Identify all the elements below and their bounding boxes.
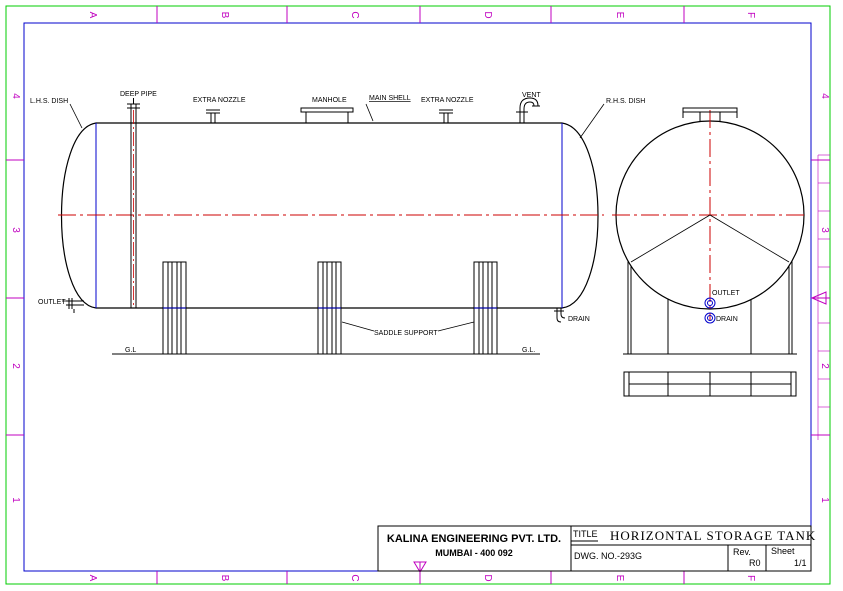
zone-col-d-bottom: D xyxy=(482,574,493,581)
label-rhs-dish: R.H.S. DISH xyxy=(606,98,645,105)
tank-end-view: OUTLET DRAIN xyxy=(612,107,808,397)
label-outlet-left: OUTLET xyxy=(38,299,66,306)
company-name: KALINA ENGINEERING PVT. LTD. xyxy=(387,533,561,545)
zone-row-4-right: 4 xyxy=(819,93,830,99)
label-drain-left: DRAIN xyxy=(568,316,590,323)
base-plan-view xyxy=(623,371,797,397)
revision-value: R0 xyxy=(749,558,761,568)
end-view-top-nozzle xyxy=(682,107,738,122)
zone-row-3-right: 3 xyxy=(819,227,830,233)
drawing-title: HORIZONTAL STORAGE TANK xyxy=(610,528,816,543)
leader-lines xyxy=(62,103,605,332)
zone-col-b-bottom: B xyxy=(219,575,230,582)
zone-col-f-bottom: F xyxy=(745,575,756,581)
label-gl-right: G.L. xyxy=(522,347,535,354)
label-main-shell: MAIN SHELL xyxy=(369,95,411,102)
zone-col-f-top: F xyxy=(745,12,756,18)
end-view-drain-icon xyxy=(704,312,716,324)
extra-nozzle-2 xyxy=(439,109,453,123)
drawing-number: DWG. NO.-293G xyxy=(574,551,642,561)
end-view-saddle xyxy=(623,258,797,355)
vent-nozzle xyxy=(516,97,540,123)
drain-nozzle xyxy=(554,308,566,323)
zone-col-c-bottom: C xyxy=(349,574,360,581)
lhs-dish xyxy=(61,122,97,309)
zone-row-2-left: 2 xyxy=(10,363,21,369)
outer-frame xyxy=(5,5,831,585)
saddle-support-3 xyxy=(473,261,498,355)
zone-col-a-bottom: A xyxy=(87,575,98,582)
sheet-label: Sheet xyxy=(771,546,795,556)
zone-col-e-bottom: E xyxy=(614,575,625,582)
label-manhole: MANHOLE xyxy=(312,97,347,104)
zone-row-4-left: 4 xyxy=(10,93,21,99)
title-block xyxy=(377,525,812,572)
saddle-support-2 xyxy=(317,261,342,355)
centering-arrow-right-icon xyxy=(810,291,830,305)
label-end-drain: DRAIN xyxy=(716,316,738,323)
zone-col-a-top: A xyxy=(87,12,98,19)
tank-side-elevation: L.H.S. DISH DEEP PIPE EXTRA NOZZLE MANHO… xyxy=(30,91,645,355)
label-end-outlet: OUTLET xyxy=(712,290,740,297)
zone-col-c-top: C xyxy=(349,11,360,18)
zone-col-d-top: D xyxy=(482,11,493,18)
centering-arrow-bottom-icon xyxy=(413,561,427,584)
extra-nozzle-1 xyxy=(206,109,220,123)
zone-col-b-top: B xyxy=(219,12,230,19)
saddle-support-1 xyxy=(162,261,187,355)
manhole xyxy=(300,107,354,123)
label-gl-left: G.L xyxy=(125,347,136,354)
zone-row-1-right: 1 xyxy=(819,497,830,503)
zone-row-3-left: 3 xyxy=(10,227,21,233)
end-view-saddle-angle-lines xyxy=(630,214,790,263)
company-city: MUMBAI - 400 092 xyxy=(435,548,513,558)
zone-col-e-top: E xyxy=(614,12,625,19)
label-saddle-support: SADDLE SUPPORT xyxy=(374,330,438,337)
revision-label: Rev. xyxy=(733,547,751,557)
rhs-dish xyxy=(561,122,599,309)
label-vent: VENT xyxy=(522,92,541,99)
sheet-value: 1/1 xyxy=(794,558,807,568)
title-label: TITLE xyxy=(573,529,598,539)
zone-row-1-left: 1 xyxy=(10,497,21,503)
outlet-nozzle xyxy=(66,298,84,313)
label-extra-nozzle-1: EXTRA NOZZLE xyxy=(193,97,246,104)
label-lhs-dish: L.H.S. DISH xyxy=(30,98,68,105)
end-view-outlet-icon xyxy=(704,297,716,309)
label-extra-nozzle-2: EXTRA NOZZLE xyxy=(421,97,474,104)
zone-row-2-right: 2 xyxy=(819,363,830,369)
deep-pipe xyxy=(127,98,140,308)
label-deep-pipe: DEEP PIPE xyxy=(120,91,157,98)
